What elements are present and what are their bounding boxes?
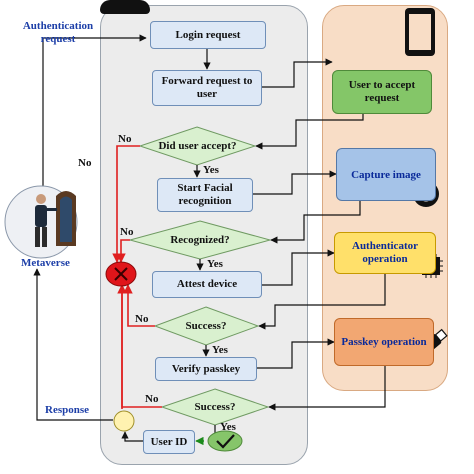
arrow-authenticator-to-success — [258, 274, 386, 330]
metaverse-label: Metaverse — [21, 257, 70, 269]
arrow-userid-to-response — [121, 431, 148, 442]
passkey-operation-box: Passkey operation — [334, 318, 434, 366]
phone-icon — [405, 8, 435, 56]
arrow-response — [33, 268, 113, 421]
no-label-accept: No — [118, 133, 132, 145]
yes-label-recognized: Yes — [207, 258, 223, 270]
yes-label-success-1: Yes — [212, 344, 228, 356]
arrow-capture-to-recognized — [270, 201, 361, 244]
success-node — [207, 430, 243, 452]
no-label-recognized: No — [120, 226, 134, 238]
decision-recognized: Recognized? — [170, 233, 230, 246]
login-request-box: Login request — [150, 21, 266, 49]
user-id-box: User ID — [143, 430, 195, 454]
user-accept-request-box: User to accept request — [332, 70, 432, 114]
attest-device-box: Attest device — [152, 271, 262, 298]
cross-icon — [114, 267, 128, 281]
decision-success-2: Success? — [194, 400, 236, 413]
arrow-facial-to-capture — [253, 170, 337, 195]
response-node — [113, 410, 135, 432]
verify-passkey-box: Verify passkey — [155, 357, 257, 381]
checkmark-icon — [216, 434, 235, 449]
start-facial-recognition-box: Start Facial recognition — [157, 178, 253, 212]
decision-success-1: Success? — [185, 319, 227, 332]
authentication-request-label: Authentication request — [22, 20, 94, 45]
no-label-success-2: No — [145, 393, 159, 405]
arrow-auth-request — [42, 34, 147, 186]
no-line-recognized — [116, 239, 130, 263]
no-label-left: No — [78, 157, 92, 169]
authenticator-operation-box: Authenticator operation — [334, 232, 436, 274]
arrow-passkey-to-success-2 — [268, 366, 386, 411]
yes-label-success-2: Yes — [220, 421, 236, 433]
arrow-forward-to-user-accept — [262, 58, 333, 88]
forward-request-box: Forward request to user — [152, 70, 262, 106]
arrow-user-accept-to-decision — [255, 114, 364, 150]
yes-label-accept: Yes — [203, 164, 219, 176]
arrow-attest-to-authenticator — [262, 249, 335, 286]
capture-image-box: Capture image — [336, 148, 436, 201]
decision-did-user-accept: Did user accept? — [158, 139, 237, 152]
avatar-icon — [4, 185, 78, 259]
no-label-success-1: No — [135, 313, 149, 325]
response-label: Response — [45, 404, 90, 416]
no-line-success-1 — [123, 284, 155, 327]
arrow-verify-to-passkey — [257, 338, 335, 369]
no-line-did-user-accept — [112, 145, 140, 263]
server-lane-cap — [100, 0, 150, 14]
